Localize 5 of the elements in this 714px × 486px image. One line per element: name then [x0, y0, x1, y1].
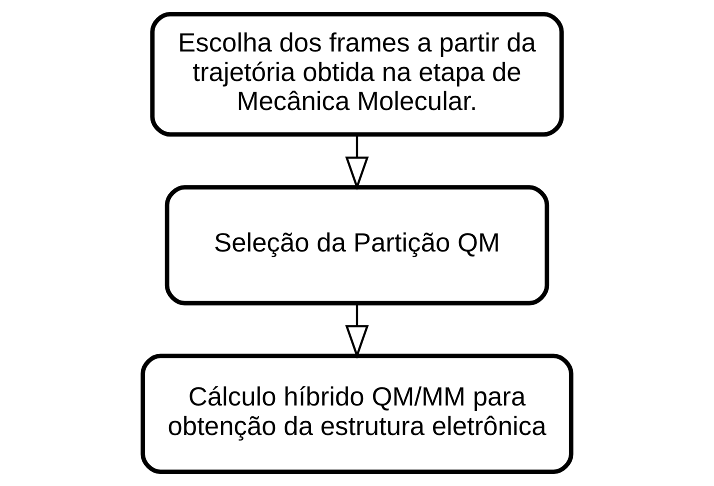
node-box: Seleção da Partição QM	[164, 185, 550, 306]
arrow	[345, 134, 369, 190]
arrow	[345, 303, 369, 359]
node-box: Escolha dos frames a partir da trajetória obtida na etapa de Mecânica Molecular.	[150, 12, 564, 137]
node-box: Cálculo híbrido QM/MM para obtenção da estrutura eletrônica	[140, 354, 574, 474]
